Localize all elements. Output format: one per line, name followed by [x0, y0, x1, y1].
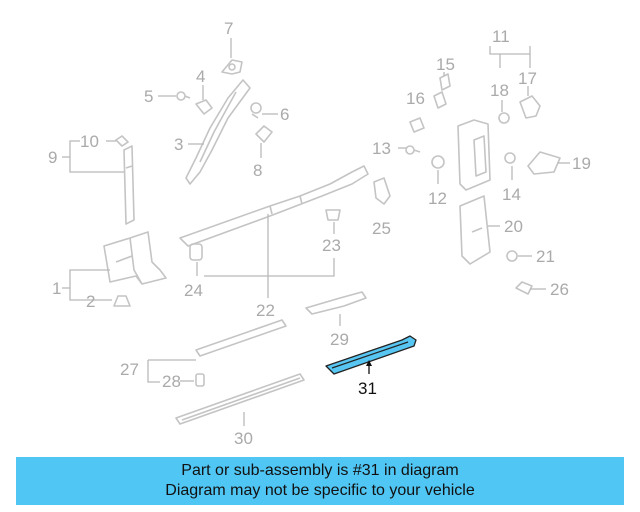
part-17-handle — [519, 95, 541, 119]
part-22-floor-trim — [179, 165, 369, 247]
callout-31-arrow — [366, 360, 372, 366]
callout-26: 26 — [550, 280, 569, 299]
part-2-clip — [113, 295, 131, 307]
part-4-clip — [195, 99, 213, 115]
callout-25: 25 — [372, 219, 391, 238]
part-6-screw — [250, 102, 262, 119]
callout-18: 18 — [490, 81, 509, 100]
callout-9: 9 — [48, 148, 57, 167]
info-banner: Part or sub-assembly is #31 in diagram D… — [16, 457, 624, 505]
part-31-scuff-plate — [325, 335, 417, 375]
callout-23: 23 — [322, 236, 341, 255]
banner-line-1: Part or sub-assembly is #31 in diagram — [181, 462, 459, 479]
part-26-clip — [515, 281, 533, 295]
callout-22: 22 — [256, 301, 275, 320]
part-18-screw — [498, 112, 510, 124]
callout-12: 12 — [428, 189, 447, 208]
callout-17: 17 — [518, 69, 537, 88]
banner-line-2: Diagram may not be specific to your vehi… — [165, 482, 475, 499]
callout-3: 3 — [174, 135, 183, 154]
callout-15: 15 — [436, 55, 455, 74]
callout-14: 14 — [502, 185, 521, 204]
part-16-clip — [433, 91, 447, 109]
callout-30: 30 — [234, 429, 253, 448]
parts-diagram: 7 3 4 5 6 8 10 9 1 — [48, 19, 591, 448]
part-21-screw — [506, 250, 518, 262]
part-15-clip — [439, 73, 451, 91]
callout-8: 8 — [253, 161, 262, 180]
callout-29: 29 — [330, 330, 349, 349]
part-28-clip — [195, 373, 205, 387]
callout-27: 27 — [120, 360, 139, 379]
part-7-bracket — [221, 59, 243, 75]
part-1-kick-panel — [103, 231, 167, 285]
part-5-screw — [176, 91, 191, 101]
callout-21: 21 — [536, 247, 555, 266]
callout-16: 16 — [406, 89, 425, 108]
part-9-pillar-strip — [123, 145, 135, 225]
part-23-clip — [325, 209, 341, 221]
part-upper-b-pillar-trim — [457, 119, 491, 191]
part-20-lower-b-pillar-trim — [459, 195, 491, 265]
callout-7: 7 — [224, 19, 233, 38]
callout-5: 5 — [144, 87, 153, 106]
part-8-clip — [255, 125, 273, 143]
callout-4: 4 — [196, 67, 205, 86]
part-10-clip — [115, 135, 129, 147]
part-29-scuff-plate — [305, 291, 367, 315]
callout-28: 28 — [162, 372, 181, 391]
part-14-screw — [504, 152, 516, 164]
part-25-trim — [373, 177, 391, 205]
callout-6: 6 — [280, 105, 289, 124]
callout-13: 13 — [372, 139, 391, 158]
callout-11: 11 — [492, 27, 510, 46]
callout-2: 2 — [86, 292, 95, 311]
callout-1: 1 — [52, 279, 61, 298]
part-12-nut — [431, 155, 445, 169]
callout-20: 20 — [504, 217, 523, 236]
callout-31: 31 — [358, 379, 377, 398]
callout-24: 24 — [184, 281, 203, 300]
part-16-clip-b — [409, 117, 425, 133]
part-27-sill-trim — [195, 319, 287, 357]
part-13-screw — [405, 145, 421, 155]
part-3-a-pillar-trim — [185, 79, 251, 185]
part-19-handle — [527, 151, 561, 175]
part-24-bumper — [189, 243, 203, 261]
callout-10: 10 — [80, 132, 99, 151]
part-30-sill-plate — [175, 373, 305, 425]
callout-19: 19 — [572, 154, 591, 173]
